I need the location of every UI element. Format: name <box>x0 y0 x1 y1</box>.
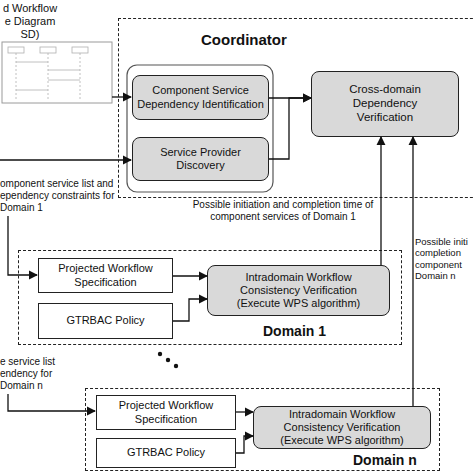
process-box: Cross-domain Dependency Verification <box>311 71 459 137</box>
node-text: Projected Workflow Specification <box>103 399 229 425</box>
ellipsis-dot <box>158 352 162 356</box>
thumbnail-message <box>48 70 80 71</box>
node-text: GTRBAC Policy <box>127 446 205 459</box>
thumbnail-message <box>16 90 48 91</box>
connector-arrow <box>412 137 413 406</box>
connector-arrow <box>173 299 207 321</box>
node-text: Component Service Dependency Identificat… <box>137 84 264 110</box>
sequence-diagram-thumbnail <box>2 42 112 103</box>
spec-box: GTRBAC Policy <box>38 303 173 339</box>
dashed-container: Domain n Projected Workflow Specification… <box>85 388 440 471</box>
group-box <box>127 65 273 192</box>
process-box: Intradomain Workflow Consistency Verific… <box>253 406 431 449</box>
input-arrow <box>8 394 95 411</box>
spec-box: Projected Workflow Specification <box>38 258 173 293</box>
node-text: Service Provider Discovery <box>141 146 260 172</box>
ellipsis-dot <box>174 364 178 368</box>
connector-arrow <box>269 98 311 159</box>
edge-label: Possible initi completion component Doma… <box>415 236 474 282</box>
process-box: Service Provider Discovery <box>132 137 269 181</box>
dashed-container: Domain 1 Projected Workflow Specification… <box>18 250 402 345</box>
thumbnail-lifeline-head <box>40 47 56 53</box>
thumbnail-content <box>8 47 88 100</box>
dashed-container: CoordinatorComponent Service Dependency … <box>118 18 474 198</box>
thumbnail-lifeline-head <box>8 47 24 53</box>
ellipsis-dot <box>166 358 170 362</box>
thumbnail-lifeline <box>80 53 81 100</box>
connector-arrow <box>236 436 253 453</box>
thumbnail-message <box>16 62 48 63</box>
note-label: e service list endency for Domain n <box>0 356 64 392</box>
edge-label: Possible initiation and completion time … <box>190 199 376 223</box>
process-box: Intradomain Workflow Consistency Verific… <box>207 265 390 316</box>
container-title: Domain n <box>353 452 417 468</box>
thumbnail-lifeline <box>16 53 17 100</box>
connector-arrow <box>173 275 207 276</box>
input-arrow <box>112 96 131 97</box>
note-label: omponent service list and ependency cons… <box>0 178 124 214</box>
note-label: d Workflow e Diagram SD) <box>0 2 60 42</box>
container-title: Domain 1 <box>263 323 326 339</box>
connector-arrow <box>269 97 311 98</box>
thumbnail-lifeline-head <box>72 47 88 53</box>
thumbnail-message <box>48 80 80 81</box>
input-arrow <box>8 216 37 275</box>
thumbnail-lifeline <box>48 53 49 100</box>
node-text: Cross-domain Dependency Verification <box>334 83 436 124</box>
node-text: Projected Workflow Specification <box>45 262 166 288</box>
node-text: GTRBAC Policy <box>66 314 144 327</box>
spec-box: GTRBAC Policy <box>96 438 236 468</box>
container-title: Coordinator <box>201 31 287 48</box>
spec-box: Projected Workflow Specification <box>96 395 236 430</box>
connector-arrow <box>236 411 253 412</box>
input-arrow <box>0 159 131 160</box>
node-text: Intradomain Workflow Consistency Verific… <box>233 271 364 311</box>
connector-arrow <box>380 137 381 265</box>
process-box: Component Service Dependency Identificat… <box>132 75 269 120</box>
node-text: Intradomain Workflow Consistency Verific… <box>276 408 408 448</box>
